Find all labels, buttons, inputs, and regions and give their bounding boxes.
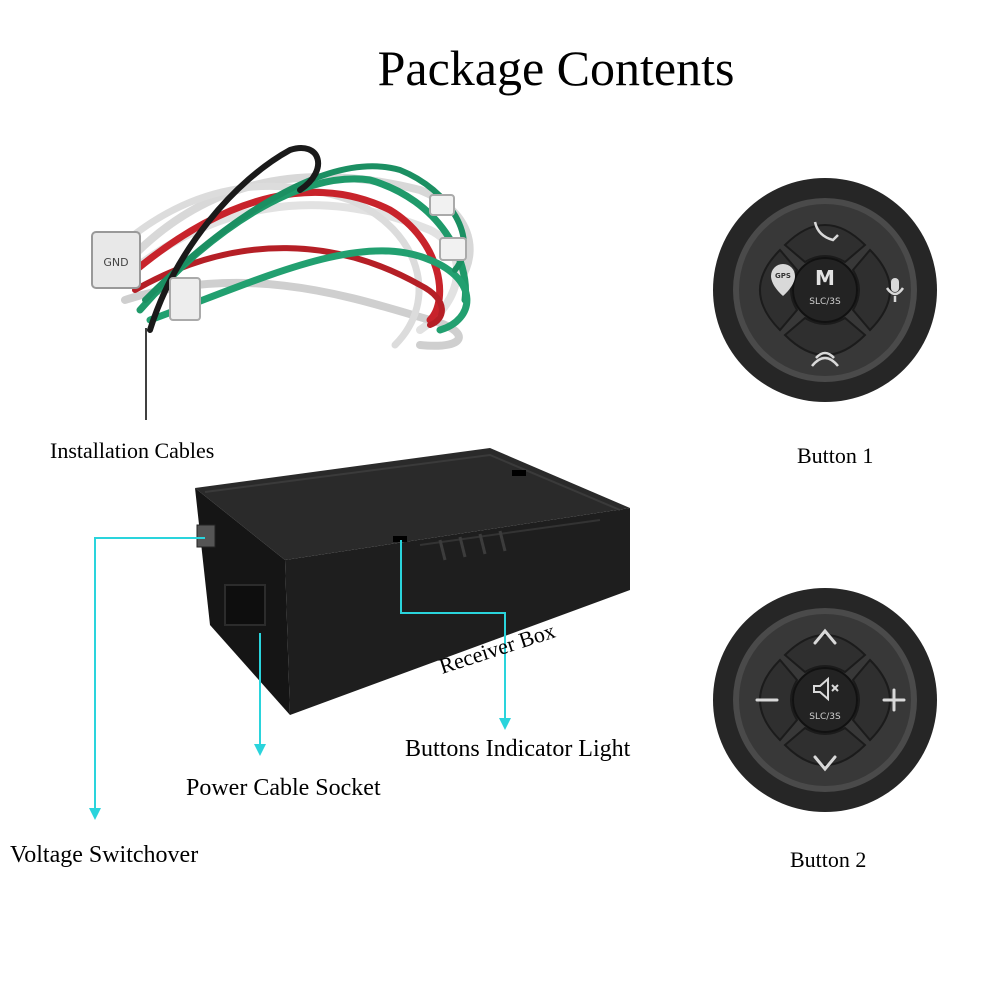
label-installation-cables: Installation Cables	[50, 438, 215, 463]
gps-pin-icon	[771, 264, 795, 296]
phone-handset-icon	[813, 221, 839, 242]
button-2-center-sub: SLC/3S	[809, 712, 841, 722]
gps-pin-label: GPS	[775, 272, 791, 280]
button-1-center-sub: SLC/3S	[809, 297, 841, 307]
label-buttons-indicator-light: Buttons Indicator Light	[405, 736, 631, 762]
label-button-1: Button 1	[797, 443, 874, 468]
page-title: Package Contents	[377, 40, 735, 96]
microphone-icon	[885, 278, 905, 302]
plus-icon	[882, 688, 906, 712]
callout-lines	[94, 537, 506, 812]
chevron-down-icon	[813, 755, 837, 772]
button-1-center-letter: M	[815, 266, 835, 290]
installation-cables-image	[91, 145, 474, 350]
label-power-cable-socket: Power Cable Socket	[186, 775, 381, 801]
chevron-up-icon	[813, 628, 837, 645]
label-button-2: Button 2	[790, 847, 867, 872]
hang-up-icon	[811, 351, 839, 367]
cable-gnd-tag: GND	[103, 256, 128, 269]
button-1-image	[713, 178, 937, 402]
callout-arrowheads	[89, 718, 511, 820]
label-voltage-switchover: Voltage Switchover	[10, 842, 199, 868]
mute-speaker-icon	[813, 676, 839, 702]
button-2-image	[713, 588, 937, 812]
receiver-box-image	[195, 448, 630, 715]
